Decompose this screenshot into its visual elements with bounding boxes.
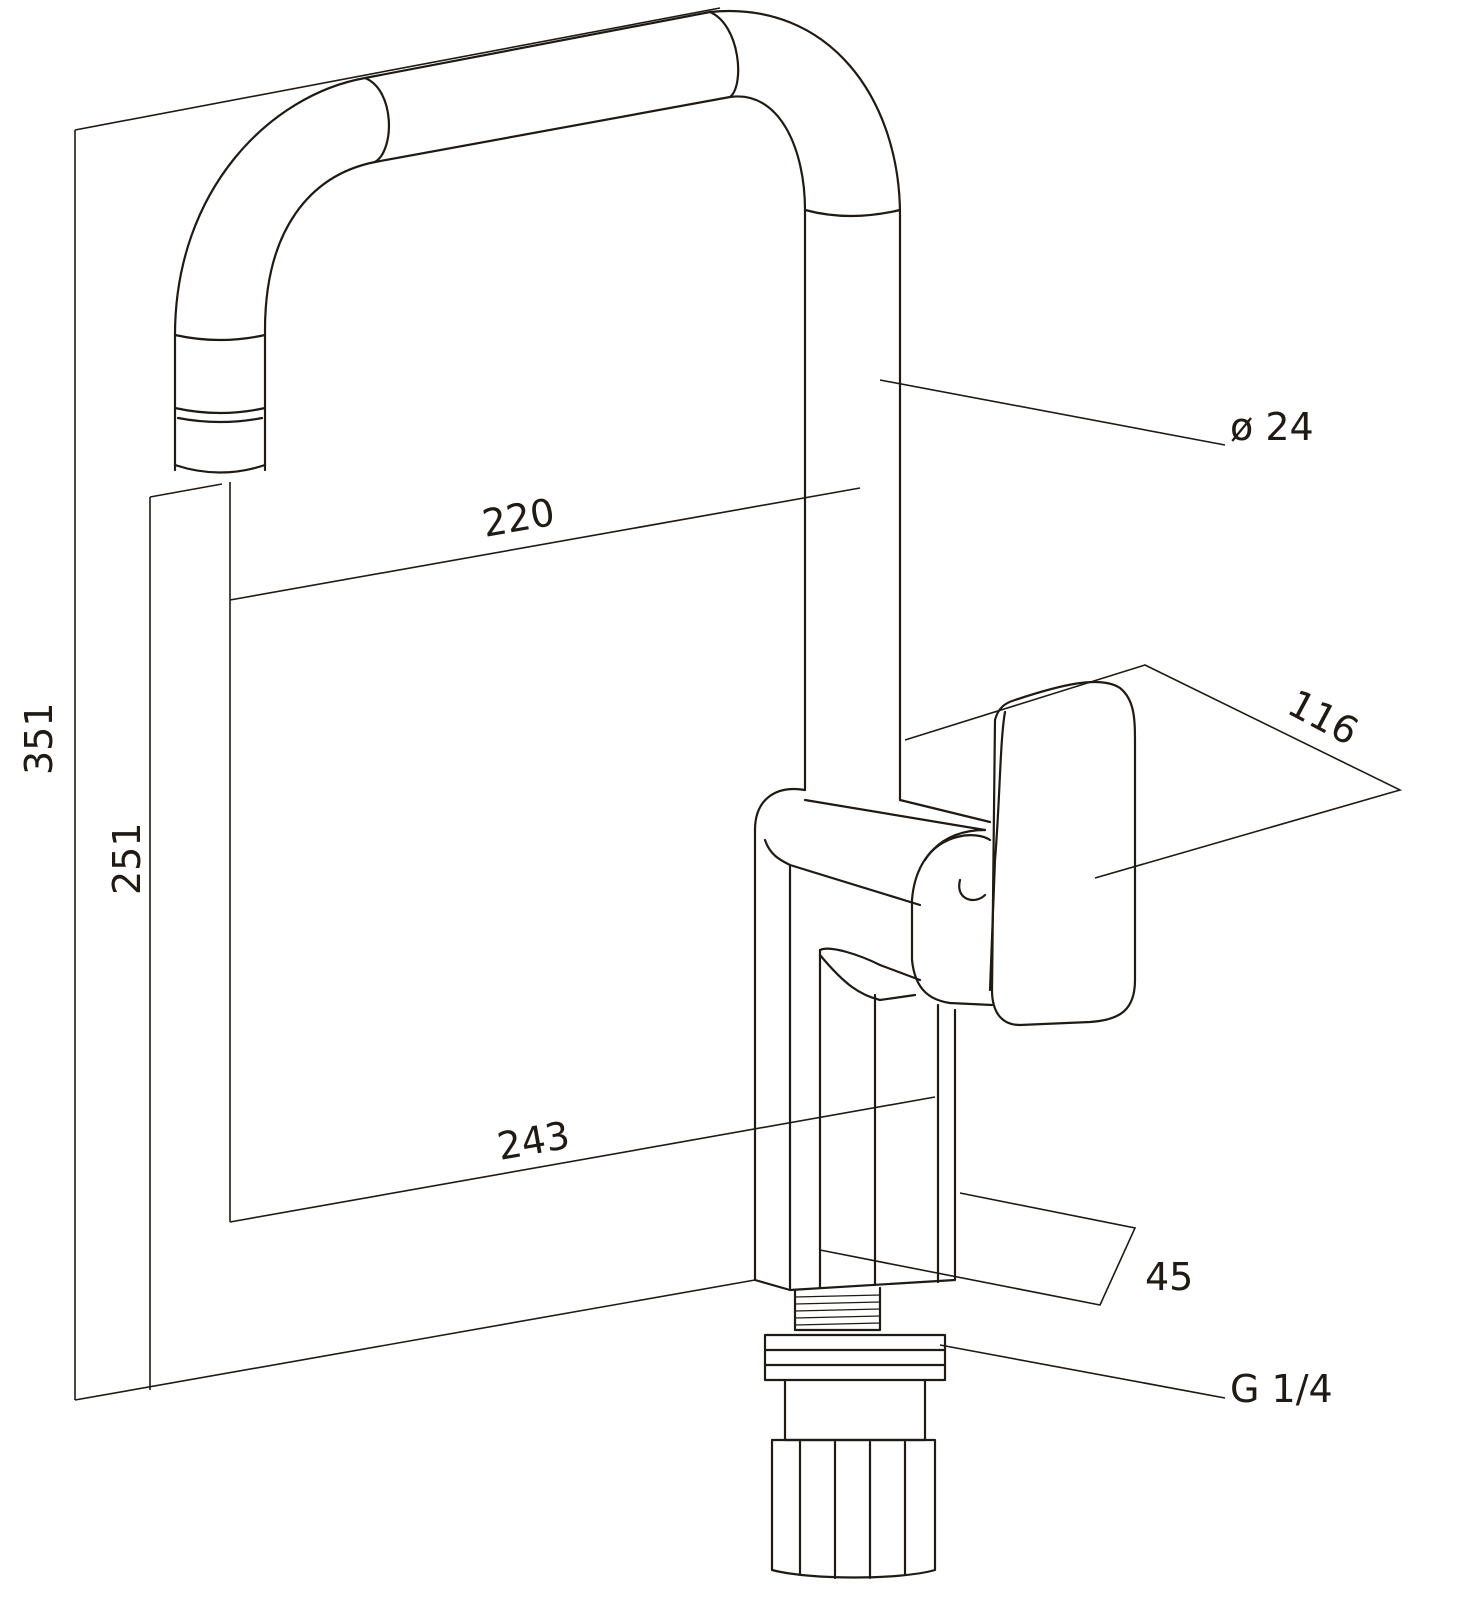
dimension-spout-reach: 220 bbox=[229, 482, 861, 1222]
label-45: 45 bbox=[1145, 1255, 1193, 1299]
dimension-spout-height: 251 bbox=[105, 483, 223, 1390]
label-251: 251 bbox=[105, 822, 149, 895]
label-116: 116 bbox=[1281, 681, 1366, 754]
label-diameter-24: ø 24 bbox=[1230, 405, 1314, 449]
dimension-base: 45 bbox=[819, 1192, 1193, 1306]
label-220: 220 bbox=[479, 490, 558, 546]
faucet-handle bbox=[910, 680, 1137, 1027]
faucet-connector bbox=[763, 1286, 947, 1580]
dimension-handle: 116 bbox=[904, 664, 1403, 879]
dimension-total-reach: 243 bbox=[229, 1096, 936, 1223]
dimension-total-height: 351 bbox=[17, 7, 756, 1401]
label-243: 243 bbox=[494, 1113, 573, 1169]
faucet-spout bbox=[173, 9, 902, 802]
dimension-pipe-diameter: ø 24 bbox=[879, 379, 1314, 449]
label-thread: G 1/4 bbox=[1230, 1367, 1333, 1411]
dimension-thread: G 1/4 bbox=[939, 1344, 1333, 1411]
faucet-body bbox=[753, 787, 992, 1292]
label-351: 351 bbox=[17, 702, 61, 775]
